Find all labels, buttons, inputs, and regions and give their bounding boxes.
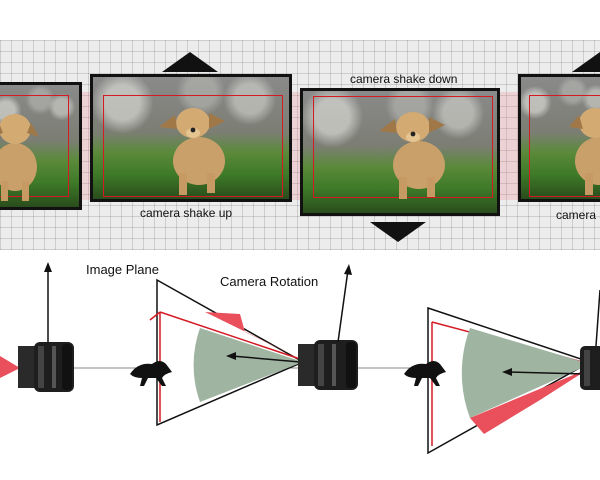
shake-up-arrow-icon (162, 52, 218, 72)
camera-rotation-diagram (0, 250, 600, 480)
puppy-image (0, 97, 45, 207)
label-camera-shake-partial: camera s (556, 208, 600, 222)
label-camera-shake-up: camera shake up (140, 206, 232, 220)
center-tilted-arrow (338, 270, 348, 342)
left-up-arrow-head (44, 262, 52, 272)
video-frame-4 (518, 74, 600, 202)
puppy-image (569, 99, 600, 199)
puppy-image (153, 99, 243, 199)
left-red-wedge (0, 356, 20, 378)
label-camera-shake-down: camera shake down (350, 72, 457, 86)
video-frame-2 (90, 74, 292, 202)
puppy-image (373, 103, 463, 203)
shake-up-arrow-icon-right (572, 52, 600, 72)
shake-down-arrow-icon (370, 222, 426, 242)
video-frame-3 (300, 88, 500, 216)
camera-lens-icon-center (298, 340, 358, 390)
right-tilted-arrow (596, 290, 600, 346)
camera-lens-icon-right (580, 346, 600, 390)
camera-lens-icon-left (18, 342, 74, 392)
video-frame-1 (0, 82, 82, 210)
